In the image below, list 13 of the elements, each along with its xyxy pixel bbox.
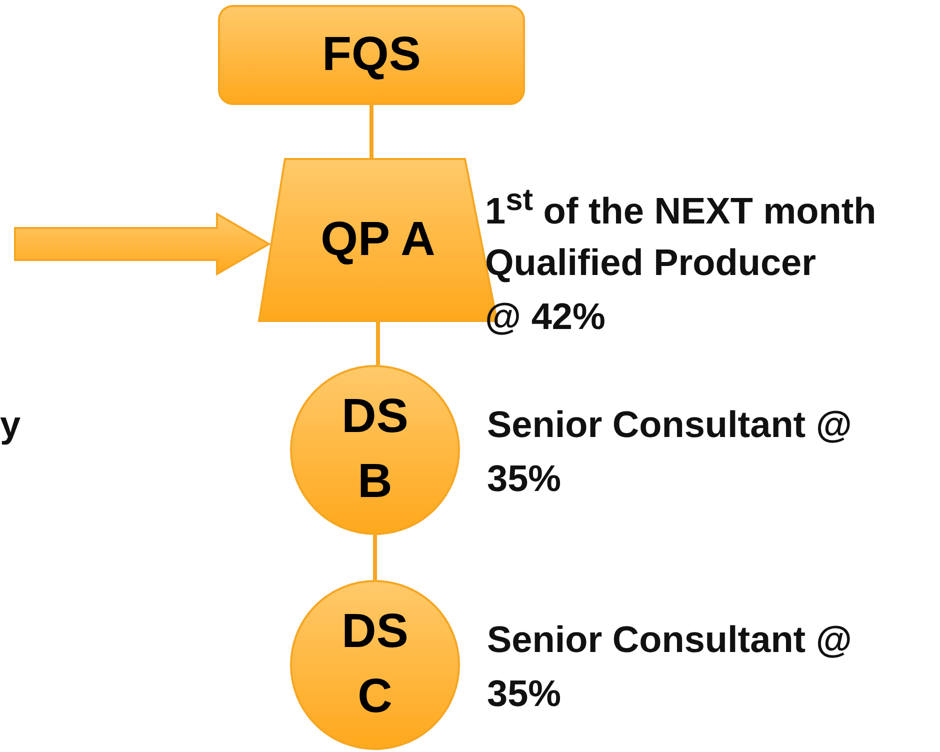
connector-line xyxy=(370,105,374,158)
block-arrow xyxy=(14,212,271,276)
connector-line xyxy=(376,322,380,365)
node-label: FQS xyxy=(322,26,421,83)
node-label: DS C xyxy=(340,604,410,725)
annotation-text: Senior Consultant @ 35% xyxy=(487,618,853,716)
annotation-text: Qualified Producer @ 42% xyxy=(485,241,818,339)
node-label: DS B xyxy=(340,389,410,510)
cut-off-text: y xyxy=(0,403,21,447)
connector-line xyxy=(373,535,377,580)
annotation-text: Senior Consultant @ 35% xyxy=(487,403,853,501)
node-label: QP A xyxy=(320,212,436,268)
annotation-text: 1$^{st}$ of the NEXT month xyxy=(485,181,878,234)
